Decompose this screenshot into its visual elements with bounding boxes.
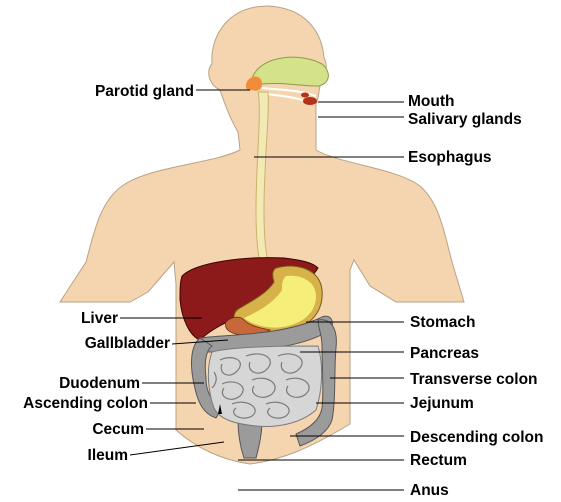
ileum-leader — [129, 441, 225, 456]
oral-cavity — [245, 56, 329, 105]
label-salivary-glands: Salivary glands — [408, 111, 522, 128]
label-ileum: Ileum — [88, 447, 128, 464]
label-cecum: Cecum — [92, 421, 144, 438]
intestine-coils — [211, 353, 310, 419]
label-rectum: Rectum — [410, 452, 467, 469]
label-duodenum: Duodenum — [59, 375, 140, 392]
parotid-gland-shape — [245, 76, 262, 91]
label-jejunum: Jejunum — [410, 395, 474, 412]
label-pancreas: Pancreas — [410, 345, 479, 362]
salivary-gland-shape — [303, 97, 317, 105]
stomach-inner — [244, 275, 316, 328]
leader-lines — [120, 89, 404, 491]
appendix-shape — [218, 404, 222, 414]
small-intestine-mass — [207, 345, 323, 427]
label-gallbladder: Gallbladder — [85, 335, 170, 352]
gallbladder-leader — [171, 339, 229, 345]
descending-colon-shape — [295, 319, 337, 447]
labels: Parotid gland Mouth Salivary glands Esop… — [23, 83, 543, 499]
label-mouth: Mouth — [408, 93, 454, 110]
label-stomach: Stomach — [410, 314, 475, 331]
label-anus: Anus — [410, 482, 449, 499]
label-transverse-colon: Transverse colon — [410, 371, 538, 388]
pancreas-shape — [225, 316, 271, 336]
small-intestine — [207, 345, 323, 427]
label-descending-colon: Descending colon — [410, 429, 544, 446]
label-liver: Liver — [81, 310, 118, 327]
sublingual-gland-shape — [301, 92, 309, 98]
label-ascending-colon: Ascending colon — [23, 395, 148, 412]
label-esophagus: Esophagus — [408, 149, 492, 166]
label-parotid-gland: Parotid gland — [95, 83, 194, 100]
colon — [191, 315, 337, 459]
